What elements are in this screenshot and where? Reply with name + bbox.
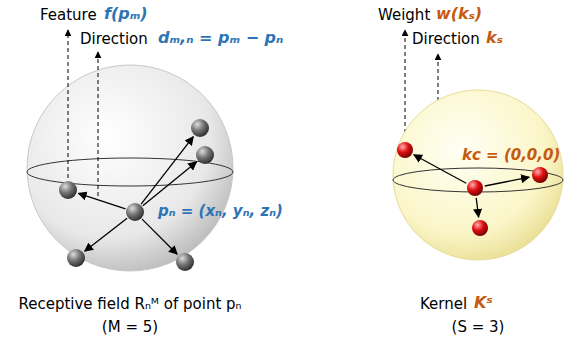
weight-formula: w(kₛ) — [436, 4, 482, 23]
direction-formula: kₛ — [486, 28, 503, 47]
direction-label: Direction — [80, 30, 148, 48]
feature-label: Feature — [40, 6, 97, 24]
receptive-field-sphere — [27, 65, 233, 271]
kernel-sphere — [393, 90, 563, 260]
direction-formula: dₘ,ₙ = pₘ − pₙ — [158, 28, 283, 47]
neighbor-points — [59, 119, 214, 271]
kernel-center-point — [467, 180, 483, 196]
leader-lines — [68, 30, 438, 196]
weight-label: Weight — [378, 6, 430, 24]
direction-label: Direction — [412, 30, 480, 48]
kernel-center-formula: kᴄ = (0,0,0) — [462, 146, 560, 164]
receptive-field-count: (M = 5) — [102, 318, 158, 336]
kernel-caption: Kernel — [420, 295, 467, 313]
kernel-arrows — [414, 155, 529, 217]
point-coordinates: pₙ = (xₙ, yₙ, zₙ) — [158, 202, 283, 220]
feature-formula: f(pₘ) — [104, 4, 148, 23]
kernel-count: (S = 3) — [452, 318, 505, 336]
kernel-symbol: Kˢ — [474, 293, 493, 312]
center-point — [126, 203, 144, 221]
receptive-field-caption: Receptive field Rₙᴹ of point pₙ — [18, 295, 241, 313]
direction-arrows — [78, 137, 196, 255]
